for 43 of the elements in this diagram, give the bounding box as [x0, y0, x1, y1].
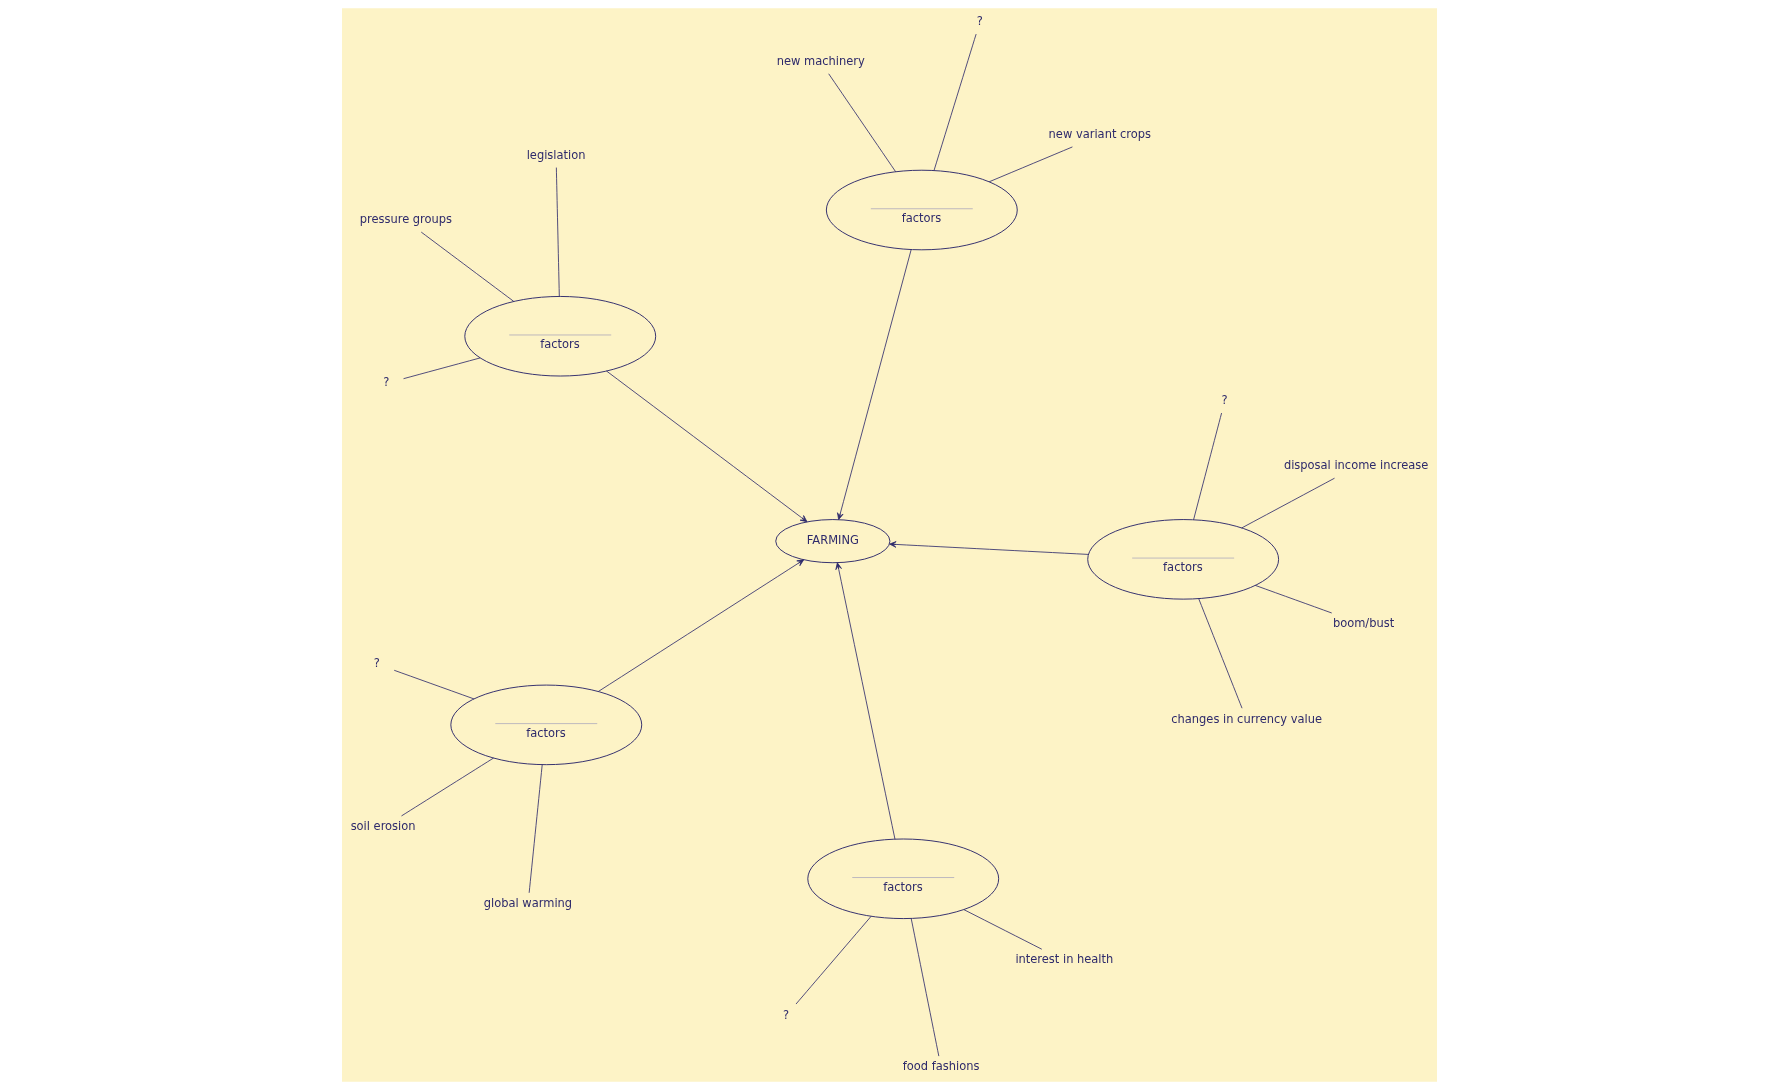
connector [910, 918, 939, 1057]
connector [393, 669, 474, 700]
connector [400, 757, 494, 817]
node-text: pressure groups [359, 212, 452, 227]
arrow [888, 541, 1089, 555]
node-text: legislation [526, 147, 585, 162]
node-text: changes in currency value [1170, 711, 1322, 726]
node-text: ? [976, 14, 983, 29]
connector [1240, 477, 1335, 529]
connector [827, 73, 896, 173]
node-ellipse: factors [806, 838, 999, 920]
arrow [836, 249, 912, 520]
connector [795, 915, 871, 1005]
node-text: ? [382, 375, 389, 390]
node-text: new machinery [776, 53, 865, 68]
node-text: disposal income increase [1283, 458, 1428, 473]
node-text: ? [782, 1007, 789, 1022]
connector [1192, 412, 1222, 521]
arrow [597, 559, 804, 692]
node-text: ? [373, 655, 380, 670]
node-ellipse: factors [1086, 519, 1279, 600]
connector [1254, 584, 1332, 614]
connector [962, 909, 1042, 950]
connector [988, 146, 1073, 183]
node-ellipse: factors [825, 169, 1018, 251]
connector [1197, 598, 1242, 709]
connector [933, 33, 977, 171]
connector [555, 167, 560, 297]
node-text: soil erosion [350, 819, 416, 834]
connector [420, 231, 514, 302]
node-text: new variant crops [1048, 127, 1151, 142]
node-text: global warming [483, 896, 572, 911]
node-ellipse: FARMING [774, 519, 890, 564]
node-text: boom/bust [1332, 616, 1394, 631]
arrow [605, 370, 807, 523]
arrow [834, 562, 895, 840]
node-text: food fashions [902, 1059, 979, 1074]
connector [402, 357, 481, 380]
node-text: interest in health [1014, 952, 1113, 967]
node-text: ? [1221, 393, 1228, 408]
node-ellipse: factors [449, 684, 642, 766]
connector [528, 764, 543, 894]
node-ellipse: factors [463, 295, 656, 377]
